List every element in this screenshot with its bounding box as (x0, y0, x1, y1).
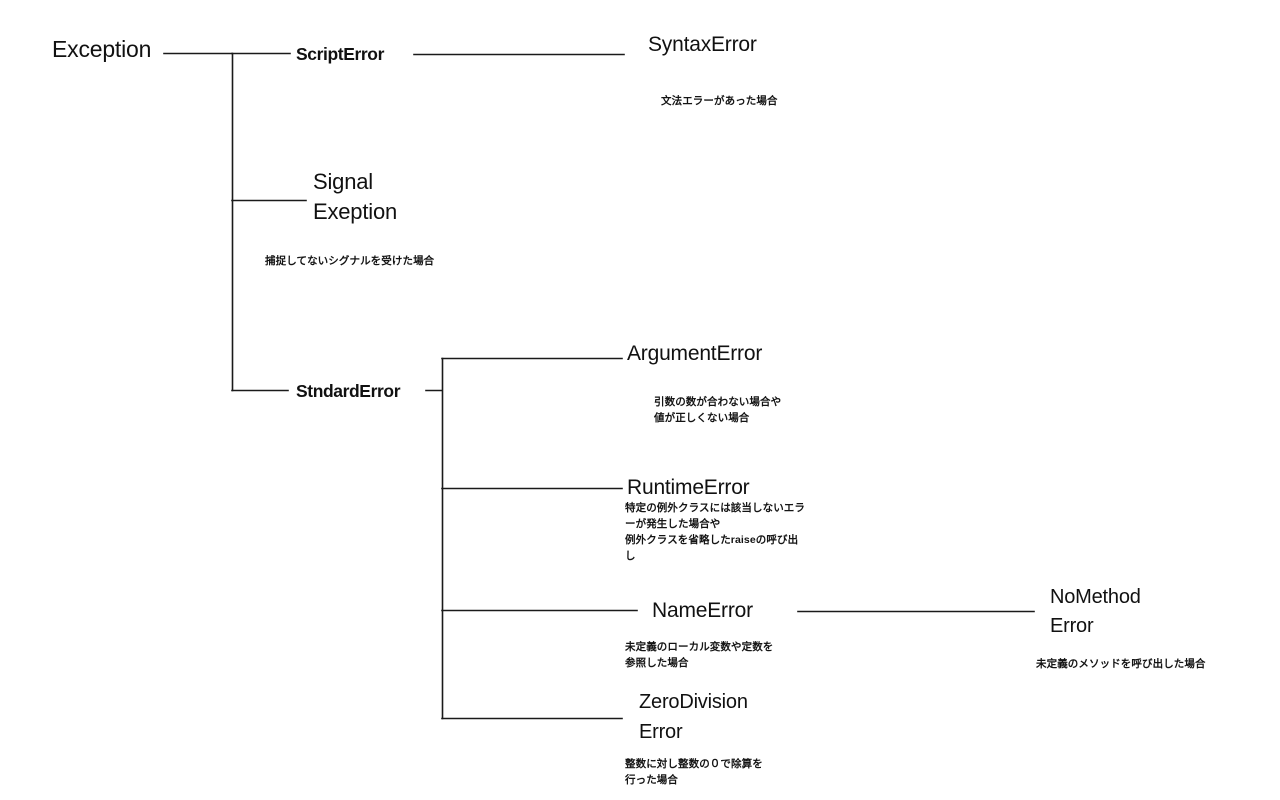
node-no-method-error[interactable]: NoMethod Error (1050, 586, 1141, 637)
desc-name-error: 未定義のローカル変数や定数を 参照した場合 (625, 641, 774, 669)
node-script-error[interactable]: ScriptError (296, 44, 384, 64)
desc-no-method-error: 未定義のメソッドを呼び出した場合 (1036, 658, 1206, 670)
node-exception[interactable]: Exception (52, 36, 152, 62)
desc-zero-division-error: 整数に対し整数の０で除算を 行った場合 (625, 758, 763, 786)
node-zero-division-error[interactable]: ZeroDivision Error (639, 691, 748, 743)
node-standard-error[interactable]: StndardError (296, 381, 401, 401)
desc-argument-error: 引数の数が合わない場合や 値が正しくない場合 (654, 396, 782, 424)
desc-signal-exception: 捕捉してないシグナルを受けた場合 (265, 255, 435, 267)
node-signal-exception[interactable]: Signal Exeption (313, 169, 398, 224)
node-runtime-error[interactable]: RuntimeError (627, 476, 750, 499)
desc-runtime-error: 特定の例外クラスには該当しないエラ ーが発生した場合や 例外クラスを省略したra… (625, 502, 805, 562)
node-syntax-error[interactable]: SyntaxError (648, 33, 757, 56)
node-name-error[interactable]: NameError (652, 599, 753, 622)
desc-syntax-error: 文法エラーがあった場合 (661, 95, 778, 107)
node-argument-error[interactable]: ArgumentError (627, 342, 763, 365)
